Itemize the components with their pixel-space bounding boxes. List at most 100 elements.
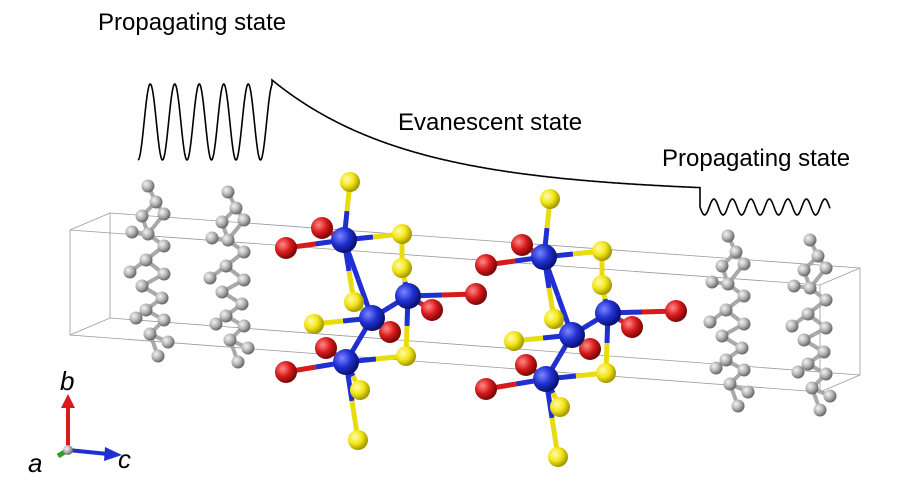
carbon-atom — [721, 229, 735, 243]
axis-triad: a b c — [28, 366, 131, 478]
carbon-atom — [203, 271, 217, 285]
carbon-atom — [237, 273, 251, 287]
carbon-atom — [729, 245, 743, 259]
carbon-atom — [129, 311, 143, 325]
carbon-atom — [797, 333, 811, 347]
metal-atom — [395, 283, 421, 309]
oxygen-atom — [311, 217, 333, 239]
carbon-atom — [219, 259, 233, 273]
carbon-atom — [703, 315, 717, 329]
carbon-atom — [237, 213, 251, 227]
oxygen-atom — [379, 321, 401, 343]
carbon-atom — [157, 239, 171, 253]
carbon-atom — [223, 333, 237, 347]
carbon-atom — [231, 355, 245, 369]
oxygen-atom — [475, 254, 497, 276]
sulfur-atom — [596, 363, 616, 383]
oxygen-atom — [579, 338, 601, 360]
sulfur-atom — [348, 430, 368, 450]
carbon-atom — [819, 367, 833, 381]
metal-atom — [331, 227, 357, 253]
sulfur-atom — [344, 292, 364, 312]
oxygen-atom — [421, 299, 443, 321]
sulfur-atom — [392, 224, 412, 244]
carbon-atom — [731, 399, 745, 413]
sulfur-atom — [340, 172, 360, 192]
metal-atom — [533, 366, 559, 392]
metal-atom — [359, 305, 385, 331]
carbon-atom — [157, 267, 171, 281]
oxygen-atom — [475, 378, 497, 400]
carbon-atom — [709, 361, 723, 375]
carbon-atom — [805, 381, 819, 395]
carbon-atom — [139, 253, 153, 267]
carbon-atom — [737, 257, 751, 271]
carbon-atom — [139, 303, 153, 317]
oxygen-atom — [511, 234, 533, 256]
carbon-atom — [791, 365, 805, 379]
carbon-atom — [803, 281, 817, 295]
carbon-atom — [737, 289, 751, 303]
carbon-atom — [723, 377, 737, 391]
carbon-atom — [135, 279, 149, 293]
carbon-atom — [801, 307, 815, 321]
carbon-atom — [801, 357, 815, 371]
oxygen-atom — [275, 361, 297, 383]
carbon-atom — [819, 293, 833, 307]
metal-atom — [333, 349, 359, 375]
unit-cell-box — [69, 212, 861, 393]
carbon-atom — [705, 275, 719, 289]
oxygen-atom — [515, 354, 537, 376]
axis-b-arrowhead — [61, 394, 75, 408]
carbon-atom — [715, 259, 729, 273]
carbon-atom — [737, 317, 751, 331]
oxygen-atom — [275, 237, 297, 259]
carbon-atom — [811, 249, 825, 263]
carbon-atom — [721, 277, 735, 291]
metal-atom — [559, 322, 585, 348]
carbon-atom — [229, 201, 243, 215]
sulfur-atom — [504, 331, 524, 351]
carbon-atom — [817, 345, 831, 359]
sulfur-atom — [544, 309, 564, 329]
carbon-atom — [719, 303, 733, 317]
sulfur-atom — [350, 380, 370, 400]
oxygen-atom — [665, 300, 687, 322]
carbon-atom — [215, 215, 229, 229]
sulfur-atom — [392, 258, 412, 278]
carbon-atom — [797, 263, 811, 277]
carbon-atom — [221, 185, 235, 199]
carbon-atom — [123, 265, 137, 279]
carbon-atom — [125, 225, 139, 239]
oxygen-atom — [465, 283, 487, 305]
carbon-atom — [241, 341, 255, 355]
bonds-layer — [128, 181, 831, 458]
carbon-atom — [157, 313, 171, 327]
carbon-atom — [715, 329, 729, 343]
carbon-atom — [149, 195, 163, 209]
wavefunction-curve — [137, 78, 831, 216]
propagating-state-label-left: Propagating state — [98, 9, 286, 36]
axis-origin — [63, 445, 73, 455]
carbon-atom — [719, 353, 733, 367]
carbon-atom — [819, 321, 833, 335]
carbon-atom — [237, 319, 251, 333]
carbon-atom — [155, 291, 169, 305]
axis-label-a: a — [28, 448, 42, 478]
carbon-atom — [141, 179, 155, 193]
carbon-atom — [135, 209, 149, 223]
carbon-atom — [741, 385, 755, 399]
sulfur-atom — [540, 189, 560, 209]
evanescent-state-label: Evanescent state — [398, 109, 582, 136]
carbon-atom — [787, 279, 801, 293]
carbon-atom — [209, 317, 223, 331]
carbon-atom — [219, 309, 233, 323]
carbon-atom — [785, 319, 799, 333]
axis-label-c: c — [118, 444, 131, 474]
carbon-atom — [237, 245, 251, 259]
carbon-atom — [235, 297, 249, 311]
carbon-atom — [151, 349, 165, 363]
carbon-atom — [823, 389, 837, 403]
sulfur-atom — [548, 447, 568, 467]
